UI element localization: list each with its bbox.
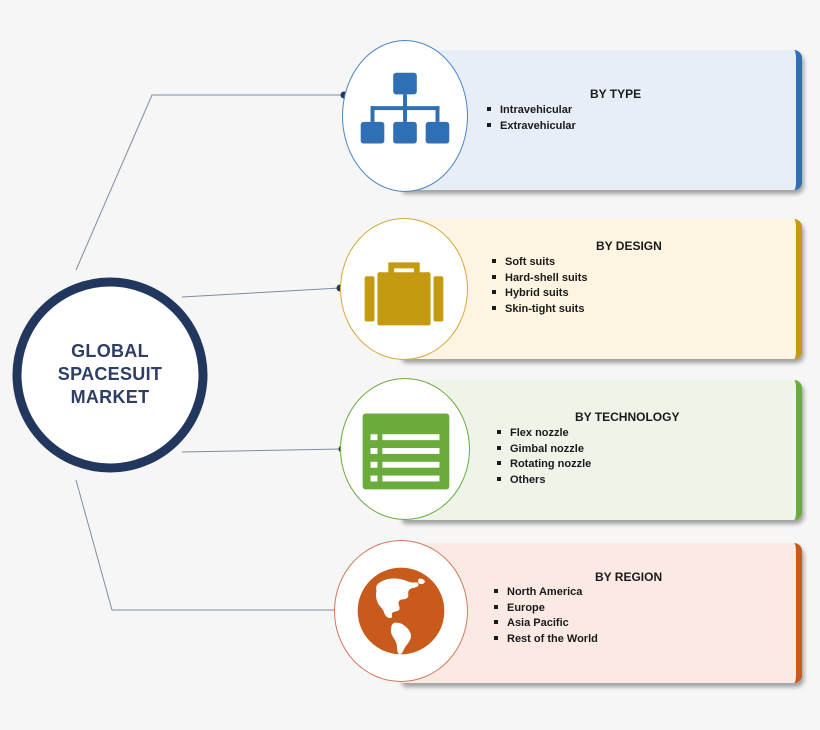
hub-title-line: SPACESUIT bbox=[57, 364, 163, 384]
segment-item: Hard-shell suits bbox=[492, 271, 588, 287]
hub-title-line: MARKET bbox=[70, 387, 150, 407]
segment-item: Asia Pacific bbox=[494, 616, 598, 632]
segment-item-list: Intravehicular Extravehicular bbox=[487, 103, 576, 134]
connector-line-design bbox=[181, 287, 341, 298]
segment-item: Intravehicular bbox=[487, 103, 576, 119]
briefcase-icon bbox=[364, 262, 444, 326]
hub-title-line: GLOBAL bbox=[71, 341, 149, 361]
segment-item-list: Flex nozzle Gimbal nozzle Rotating nozzl… bbox=[497, 426, 591, 488]
segment-item: Extravehicular bbox=[487, 119, 576, 135]
hub-circle bbox=[12, 277, 208, 473]
segment-item: Hybrid suits bbox=[492, 286, 588, 302]
segment-item: Gimbal nozzle bbox=[497, 442, 591, 458]
segment-title: BY TECHNOLOGY bbox=[575, 410, 680, 424]
hierarchy-icon bbox=[360, 72, 450, 144]
segment-item: Skin-tight suits bbox=[492, 302, 588, 318]
segment-item: Rotating nozzle bbox=[497, 457, 591, 473]
list-window-icon bbox=[362, 413, 450, 490]
segment-item: Rest of the World bbox=[494, 632, 598, 648]
segment-item-list: North America Europe Asia Pacific Rest o… bbox=[494, 585, 598, 647]
segment-item: Soft suits bbox=[492, 255, 588, 271]
icon-circle-design bbox=[340, 218, 468, 360]
connector-line-type bbox=[75, 94, 344, 271]
segment-title: BY DESIGN bbox=[596, 239, 662, 253]
hub-title: GLOBAL SPACESUIT MARKET bbox=[40, 340, 180, 409]
segment-title: BY TYPE bbox=[590, 87, 642, 101]
globe-americas-icon bbox=[357, 567, 445, 655]
segment-item: Europe bbox=[494, 601, 598, 617]
icon-circle-type bbox=[342, 40, 468, 192]
icon-circle-region bbox=[334, 540, 468, 682]
segment-panel-technology: BY TECHNOLOGY Flex nozzle Gimbal nozzle … bbox=[400, 380, 802, 520]
segment-item: Flex nozzle bbox=[497, 426, 591, 442]
connector-line-region bbox=[75, 479, 338, 611]
segment-title: BY REGION bbox=[595, 570, 663, 584]
segment-item-list: Soft suits Hard-shell suits Hybrid suits… bbox=[492, 255, 588, 317]
segment-item: Others bbox=[497, 473, 591, 489]
icon-circle-technology bbox=[340, 378, 470, 520]
segment-item: North America bbox=[494, 585, 598, 601]
connector-line-technology bbox=[181, 448, 343, 453]
segment-panel-design: BY DESIGN Soft suits Hard-shell suits Hy… bbox=[400, 219, 802, 359]
